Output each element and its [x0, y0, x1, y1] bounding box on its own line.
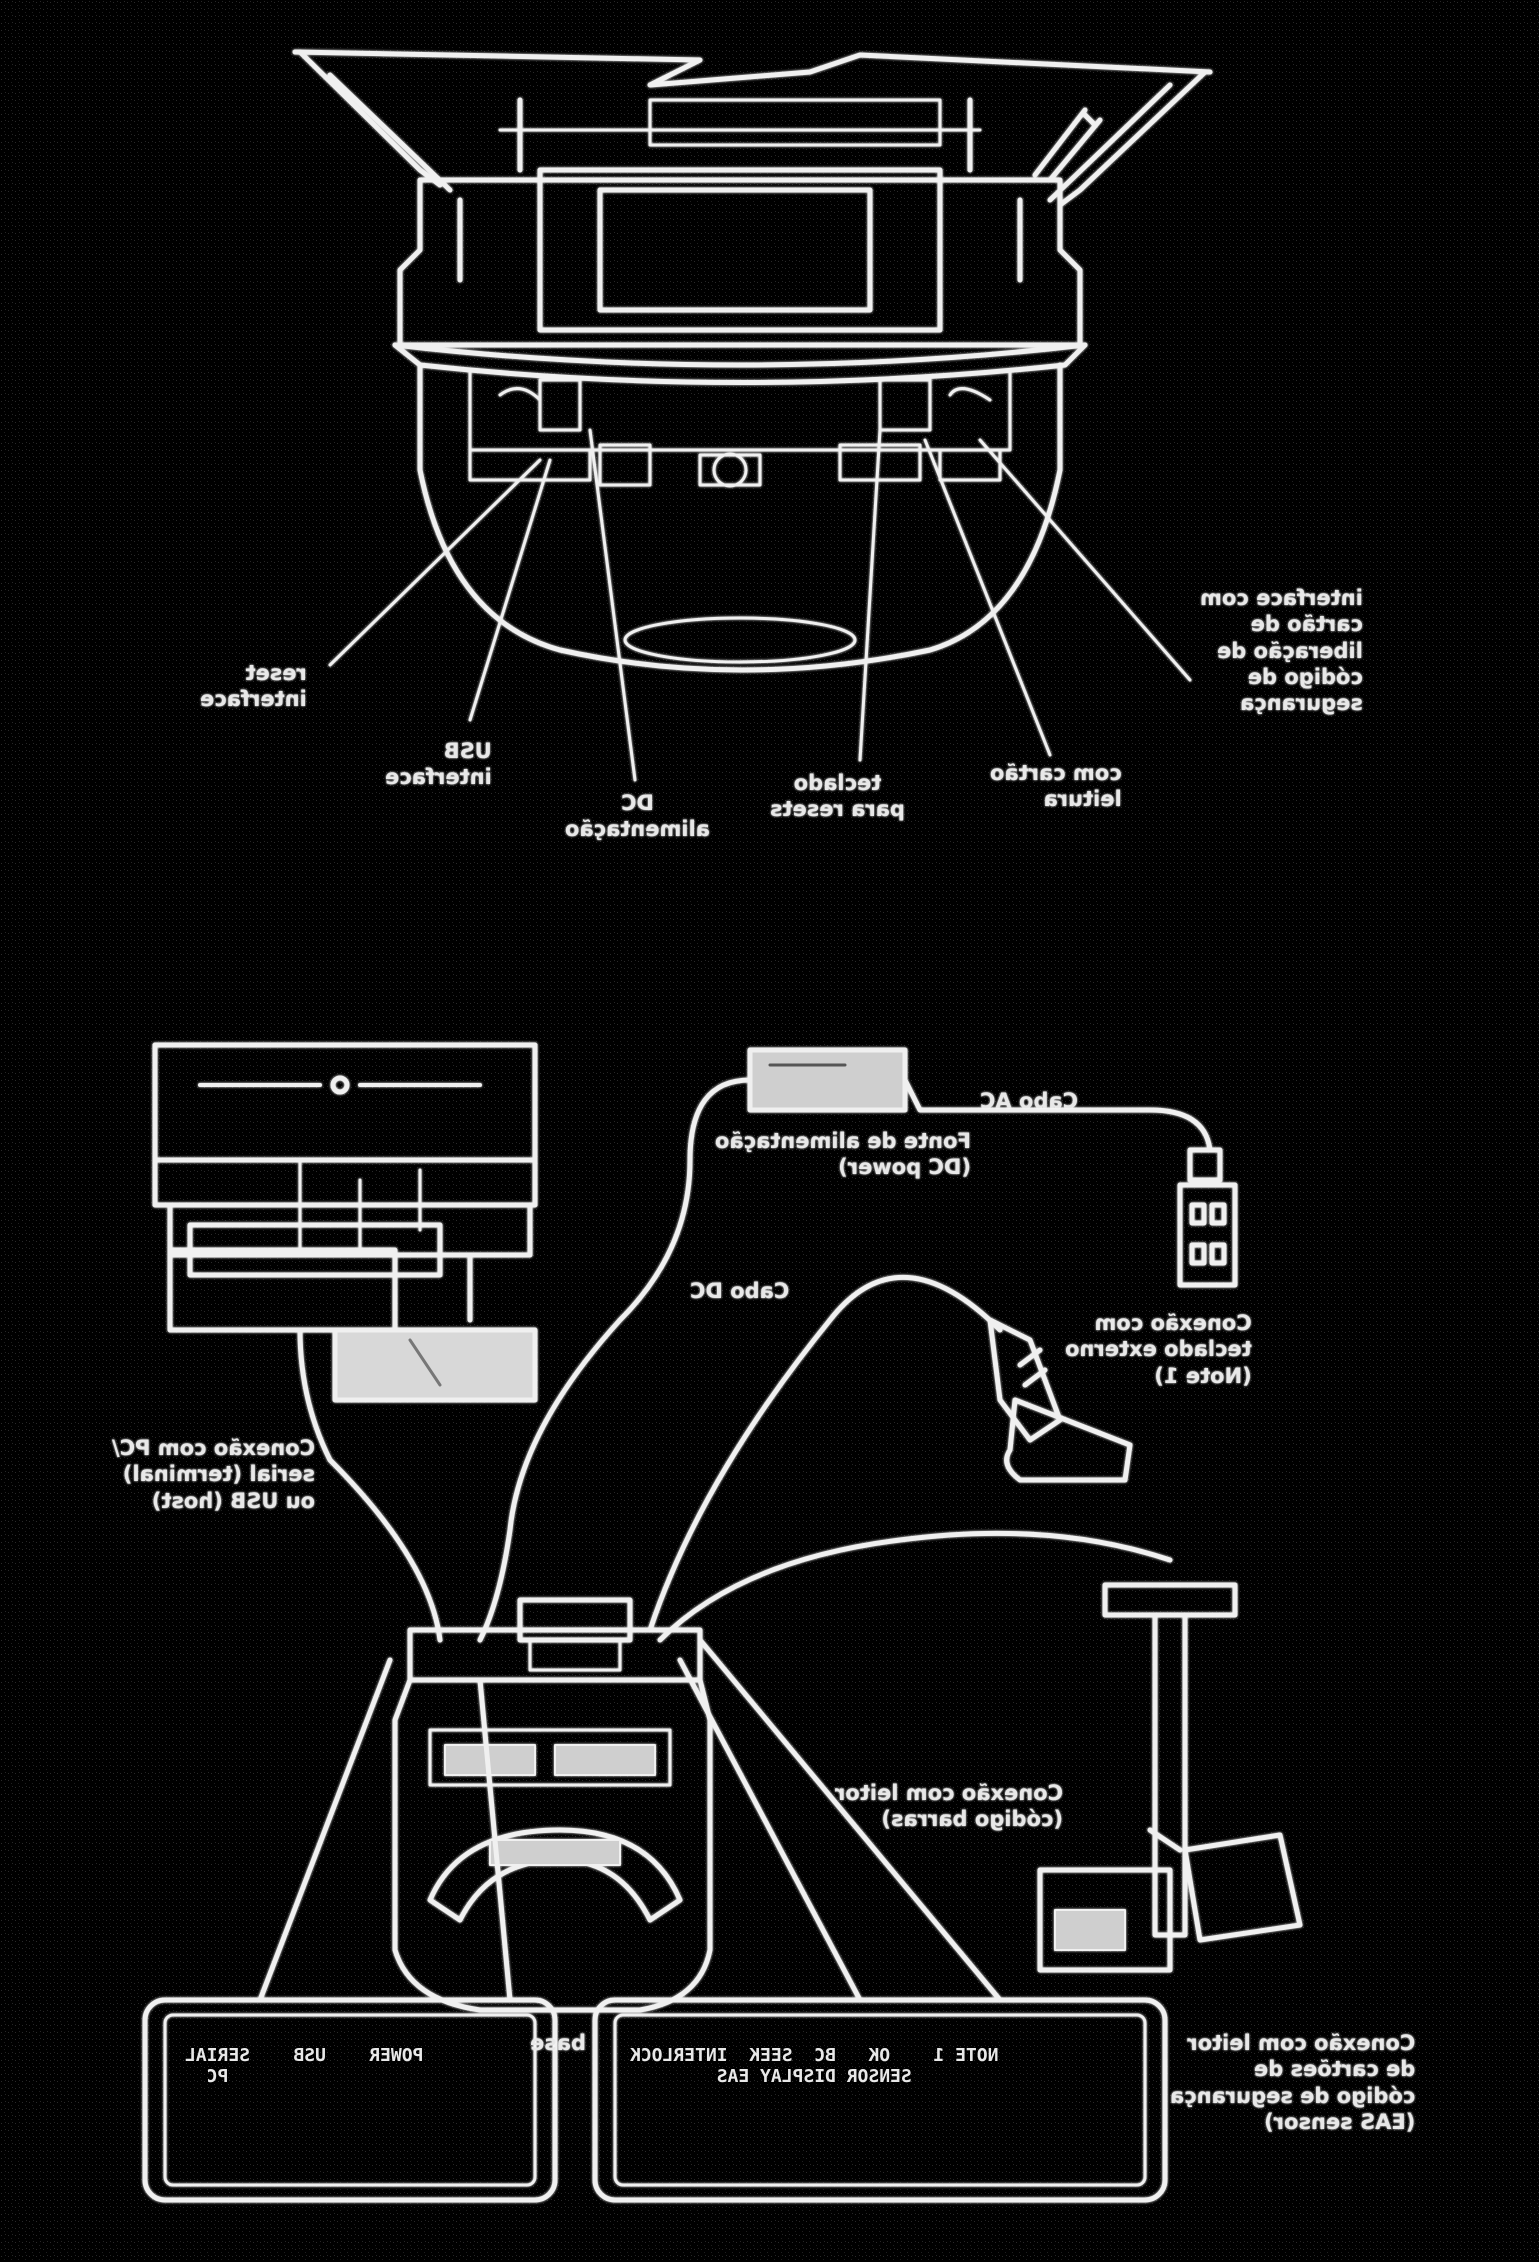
label-keyboard: teclado para resets: [770, 771, 905, 822]
panel-left-text: POWER USB SERIAL PC: [185, 2045, 424, 2087]
panel-right-text: NOTE 1 OK BC SEEK INTERLOCK SENSOR DISPL…: [630, 2045, 999, 2087]
power-supply-drawing: [747, 1047, 1238, 1288]
bottom-diagram: [142, 1042, 1303, 2203]
label-cable-dc: Cabo DC: [690, 1279, 790, 1303]
pc-drawing: [152, 1042, 538, 1403]
label-card: com cartão leitura: [990, 761, 1122, 812]
label-reset: reset interface: [200, 661, 307, 712]
callout-panels: [142, 1637, 1168, 2203]
label-ext-interface: interface com cartão de liberação de cód…: [1200, 586, 1363, 715]
label-card-conn: Conexão com leitor de cartões de código …: [1170, 2031, 1416, 2134]
label-dc: DC alimentação: [565, 791, 710, 842]
label-cable-ac: Cabo AC: [980, 1089, 1079, 1113]
sensor-drawing: [1037, 1582, 1303, 1973]
label-usb: USB interface: [385, 739, 492, 790]
scanner-drawing: [987, 1317, 1133, 1483]
label-keyboard-conn: Conexão com teclado externo (Note 1): [1065, 1311, 1252, 1388]
base-drawing: [392, 1597, 713, 2013]
top-device: [292, 49, 1213, 782]
label-dc-power: Fonte de alimentação (DC power): [715, 1129, 971, 1180]
label-scanner-conn: Conexão com leitor (código barras): [835, 1781, 1064, 1832]
label-base: base: [530, 2031, 586, 2055]
label-pc-conn: Conexão com PC/ serial (terminal) ou USB…: [112, 1436, 316, 1513]
